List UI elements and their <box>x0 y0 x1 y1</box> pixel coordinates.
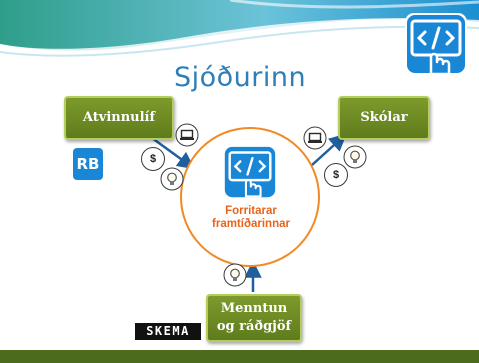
center-label-line1: Forritarar <box>225 205 277 217</box>
node-atvinnulif: Atvinnulíf <box>64 96 174 140</box>
arrow-center-to-skolar <box>311 133 347 166</box>
slide-title: Sjóðurinn <box>173 62 307 93</box>
money-icon: $ <box>141 147 165 171</box>
footer-bar <box>0 350 479 363</box>
lightbulb-icon <box>223 263 247 287</box>
center-label: Forritarar framtíðarinnar <box>190 205 312 231</box>
rb-logo: RB <box>73 148 103 180</box>
code-hand-icon <box>224 146 276 198</box>
skema-logo: SKEMA <box>135 323 201 340</box>
node-menntun-line2: og ráðgjöf <box>216 319 292 334</box>
money-icon: $ <box>324 163 348 187</box>
laptop-icon <box>303 126 327 150</box>
arrow-atvinnulif-to-center <box>151 136 196 170</box>
lightbulb-icon <box>343 145 367 169</box>
lightbulb-icon <box>160 167 184 191</box>
center-label-line2: framtíðarinnar <box>212 218 290 230</box>
node-menntun: Menntun og ráðgjöf <box>206 294 302 342</box>
node-menntun-line1: Menntun <box>220 301 288 316</box>
header-banner <box>0 0 479 57</box>
code-hand-icon <box>405 13 467 76</box>
laptop-icon <box>175 123 199 147</box>
node-skolar: Skólar <box>338 96 430 140</box>
